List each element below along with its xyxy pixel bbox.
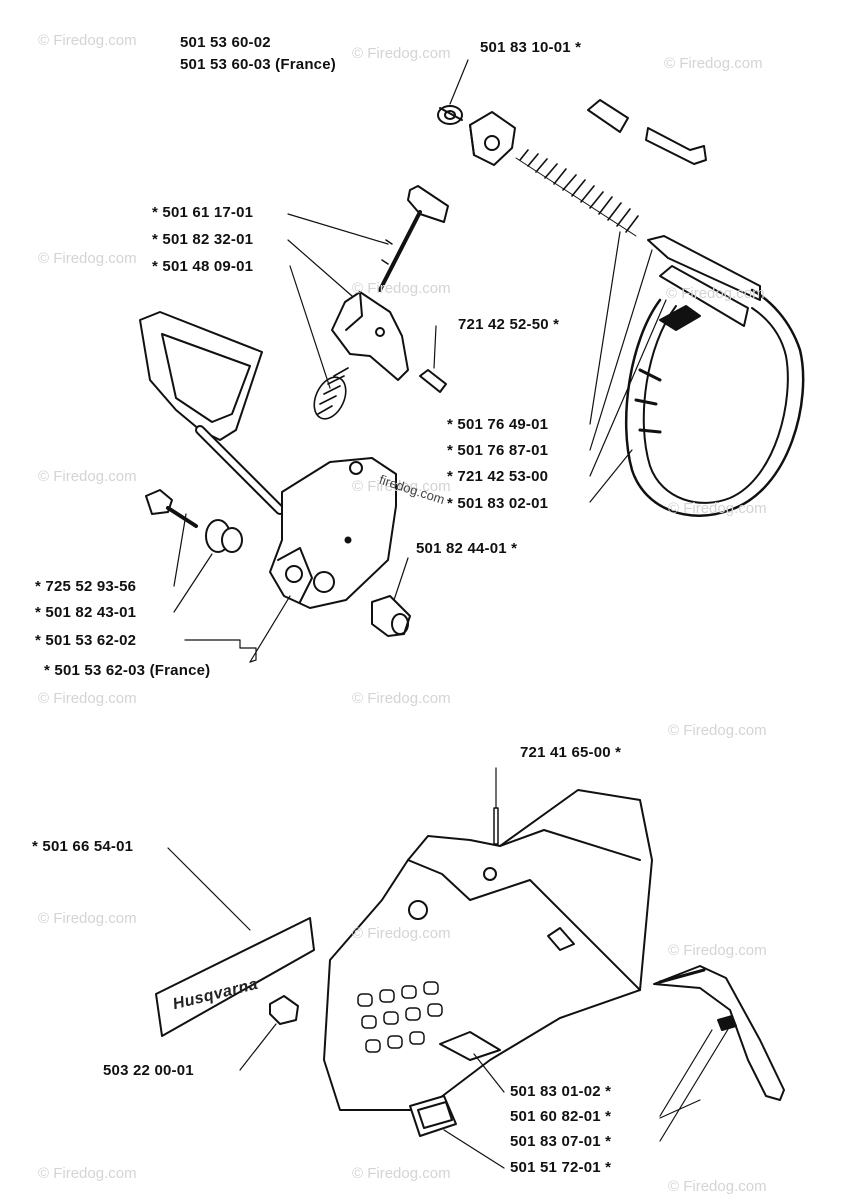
watermark-text: © Firedog.com <box>38 1165 137 1182</box>
part-number-label: 501 83 10-01 * <box>480 39 582 56</box>
leader-lines-bottom <box>167 767 731 1169</box>
watermark-text: © Firedog.com <box>38 250 137 267</box>
watermark-text: © Firedog.com <box>668 500 767 517</box>
watermark-text: © Firedog.com <box>664 55 763 72</box>
part-number-label: * 501 53 62-02 <box>35 632 137 649</box>
part-number-label: 721 41 65-00 * <box>520 744 622 761</box>
dowel-pin-part <box>493 807 499 845</box>
watermark-text: © Firedog.com <box>352 925 451 942</box>
pivot-pin-part <box>378 185 449 292</box>
watermark-text: © Firedog.com <box>38 910 137 927</box>
bracket-plate-part <box>269 457 397 609</box>
part-number-label: * 501 61 17-01 <box>152 204 254 221</box>
watermark-text: © Firedog.com <box>668 1178 767 1195</box>
watermark-text: © Firedog.com <box>666 285 765 302</box>
spring-part <box>515 149 639 237</box>
knob-part <box>371 595 411 637</box>
part-number-label: 503 22 00-01 <box>103 1062 194 1079</box>
part-number-label: 501 82 44-01 * <box>416 540 518 557</box>
watermark-text: © Firedog.com <box>668 722 767 739</box>
cover-nut-part <box>269 995 299 1025</box>
part-number-label: 501 51 72-01 * <box>510 1159 612 1176</box>
chain-catcher-part <box>653 965 785 1101</box>
assembly-title-line: 501 53 60-02 <box>180 34 271 51</box>
part-number-label: * 501 76 87-01 <box>447 442 549 459</box>
bushing-part <box>205 519 243 553</box>
small-spring-part <box>313 367 349 420</box>
watermark-text: © Firedog.com <box>352 45 451 62</box>
watermark-text: © Firedog.com <box>38 468 137 485</box>
part-number-label: * 501 82 43-01 <box>35 604 137 621</box>
pin-part <box>587 99 707 165</box>
clamp-part <box>469 111 516 166</box>
decal-part <box>155 917 315 1037</box>
brake-band-part <box>624 288 805 517</box>
watermark-text: © Firedog.com <box>38 32 137 49</box>
hand-guard-part <box>139 311 285 515</box>
bolt-part <box>145 489 198 528</box>
assembly-title: 501 53 60-02 501 53 60-03 (France) <box>180 34 336 74</box>
part-number-label: * 501 76 49-01 <box>447 416 549 433</box>
vent-grid <box>357 981 443 1053</box>
part-number-label: 501 83 07-01 * <box>510 1133 612 1150</box>
part-number-label: 721 42 52-50 * <box>458 316 560 333</box>
clutch-cover-part <box>323 789 653 1111</box>
part-number-label: * 721 42 53-00 <box>447 468 549 485</box>
band-rod-part <box>647 235 761 327</box>
part-number-label: * 501 66 54-01 <box>32 838 134 855</box>
lever-part <box>331 291 409 381</box>
screw-part <box>717 1015 737 1031</box>
part-number-label: * 501 53 62-03 (France) <box>44 662 211 679</box>
watermark-text: © Firedog.com <box>352 280 451 297</box>
part-number-label: * 725 52 93-56 <box>35 578 137 595</box>
watermark-text: © Firedog.com <box>352 1165 451 1182</box>
leader-lines-top <box>173 59 667 663</box>
assembly-title-line-france: 501 53 60-03 (France) <box>180 56 336 73</box>
part-number-label: * 501 82 32-01 <box>152 231 254 248</box>
part-number-label: * 501 83 02-01 <box>447 495 549 512</box>
roll-pin-part <box>419 369 447 393</box>
part-number-label: 501 60 82-01 * <box>510 1108 612 1125</box>
plate-part <box>409 1095 457 1137</box>
part-number-label: 501 83 01-02 * <box>510 1083 612 1100</box>
watermark-text: © Firedog.com <box>668 942 767 959</box>
nut-part <box>437 105 463 125</box>
watermark-text: © Firedog.com <box>352 690 451 707</box>
watermark-text: © Firedog.com <box>352 478 451 495</box>
part-number-label: * 501 48 09-01 <box>152 258 254 275</box>
watermark-text: © Firedog.com <box>38 690 137 707</box>
